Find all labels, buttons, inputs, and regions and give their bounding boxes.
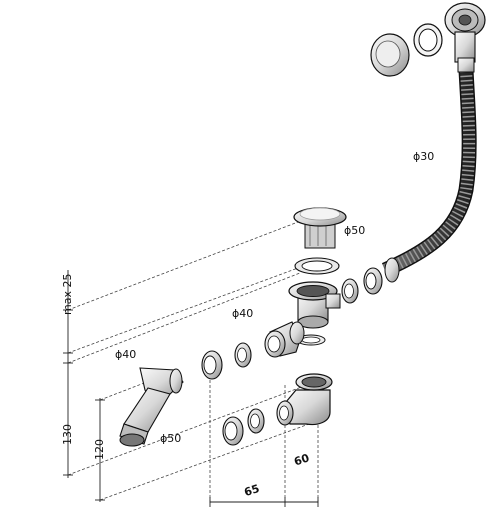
label-65: 65 <box>243 482 262 499</box>
label-phi40-left: ϕ40 <box>115 348 136 361</box>
reducer-pipe <box>119 367 184 447</box>
label-130: 130 <box>61 424 74 445</box>
corrugated-hose <box>381 57 477 283</box>
label-phi30: ϕ30 <box>413 150 434 163</box>
popup-plug <box>293 207 347 249</box>
label-120: 120 <box>93 439 106 460</box>
overflow-head <box>444 2 486 63</box>
trap-ring <box>247 408 265 434</box>
elbow-40 <box>264 321 305 358</box>
siphon-trap <box>276 373 333 426</box>
label-phi50-left: ϕ50 <box>160 432 181 445</box>
dimension-lines <box>63 270 319 507</box>
hose-ring <box>341 278 359 304</box>
overflow-cover-plate <box>370 33 410 77</box>
label-phi40-mid: ϕ40 <box>232 307 253 320</box>
plug-seal-ring <box>294 257 340 275</box>
labels: ϕ30 ϕ50 ϕ40 ϕ40 ϕ50 max 25 130 120 65 60 <box>61 150 434 499</box>
elbow-ring <box>234 342 252 368</box>
label-phi50-top: ϕ50 <box>344 224 365 237</box>
trap-nut <box>222 416 244 446</box>
overflow-gasket <box>413 23 443 57</box>
elbow-nut <box>201 350 223 380</box>
label-max25: max 25 <box>61 274 74 315</box>
reference-lines <box>67 221 321 505</box>
hose-nut <box>363 267 383 295</box>
body-washer <box>296 334 326 346</box>
waste-body <box>288 281 341 329</box>
label-60: 60 <box>292 451 311 468</box>
